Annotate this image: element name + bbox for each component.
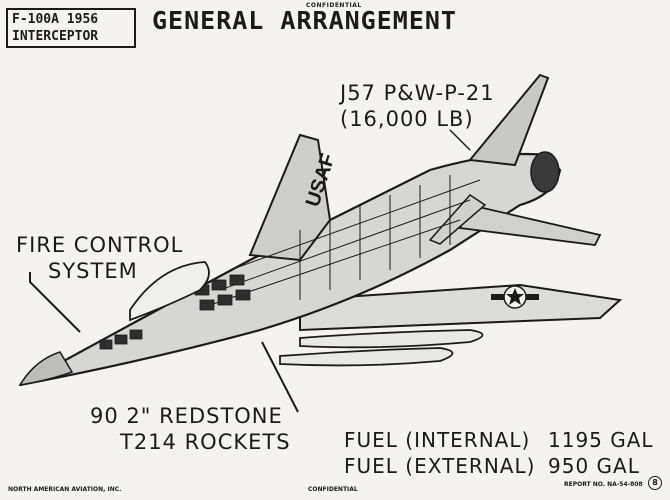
fire-control-label: FIRE CONTROL SYSTEM [16,232,183,284]
vertical-tail [468,73,550,167]
star-insignia [491,285,539,309]
drop-tank-2 [279,347,454,367]
aircraft-designation: F-100A 1956 [12,12,99,27]
fuel-external-label: FUEL (EXTERNAL) [344,454,536,478]
rockets-callout-line [261,341,299,413]
page-number: 8 [648,476,662,490]
fuel-external-value: 950 GAL [548,454,640,478]
confidential-top: CONFIDENTIAL [306,2,362,9]
drop-tank-1 [299,329,484,349]
canopy [129,261,210,322]
horizontal-tail-left [428,194,487,245]
footer-report-number: REPORT NO. NA-54-808 [564,481,643,488]
engine-exhaust [530,151,560,193]
title-box: F-100A 1956 INTERCEPTOR [6,8,136,48]
footer-confidential: CONFIDENTIAL [308,486,358,493]
aircraft-role: INTERCEPTOR [12,29,99,44]
left-wing [248,133,332,262]
fire-control-line1: FIRE CONTROL [16,233,184,257]
fuel-internal-label: FUEL (INTERNAL) [344,428,531,452]
engine-thrust: (16,000 LB) [340,107,474,131]
rockets-label: 90 2" REDSTONE T214 ROCKETS [90,403,291,455]
nose-intake [18,351,74,387]
fire-control-callout-line [29,272,81,333]
engine-callout-line [449,129,471,151]
engine-model: J57 P&W-P-21 [340,81,495,105]
internal-structure [209,175,481,306]
rockets-line1: 90 2" REDSTONE [90,404,283,428]
fuel-internal-value: 1195 GAL [548,428,654,452]
right-wing [299,283,623,332]
rockets-line2: T214 ROCKETS [120,430,291,454]
fire-control-line2: SYSTEM [48,259,138,283]
engine-label: J57 P&W-P-21 (16,000 LB) [340,80,495,132]
horizontal-tail-right [458,203,602,246]
footer-company: NORTH AMERICAN AVIATION, INC. [8,486,122,493]
page-title: GENERAL ARRANGEMENT [152,6,457,35]
